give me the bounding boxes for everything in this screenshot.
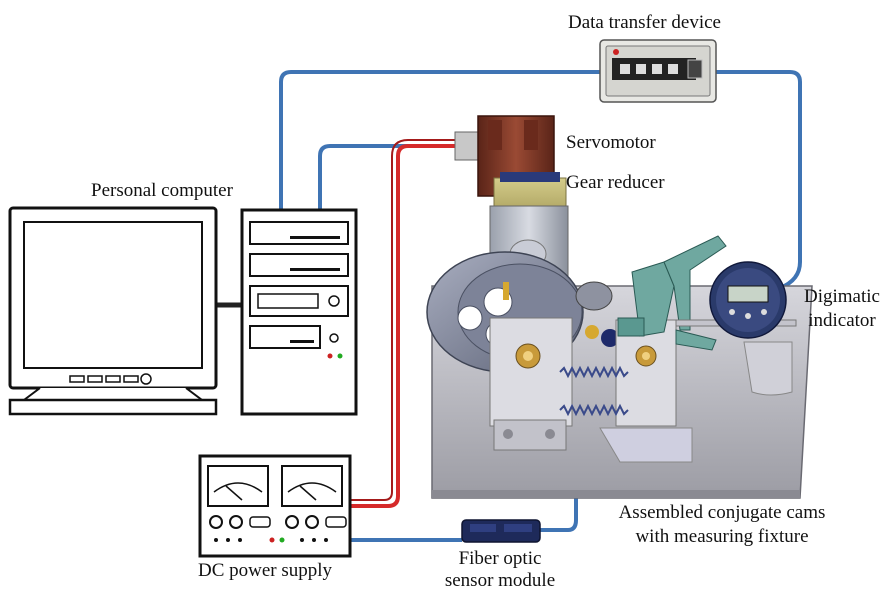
digimatic-indicator-icon: [675, 261, 797, 339]
gear-reducer-label: Gear reducer: [566, 172, 665, 193]
cable-power-to-servomotor: [350, 144, 455, 508]
cable-data-transfer-to-indicator: [716, 70, 802, 290]
personal-computer-label: Personal computer: [91, 180, 233, 201]
fiber-optic-sensor-icon: [461, 519, 541, 543]
digimatic-label-line2: indicator: [808, 310, 876, 331]
data-transfer-device-icon: [599, 39, 717, 103]
cables: [216, 70, 802, 542]
cams-label-line2: with measuring fixture: [635, 526, 809, 547]
servomotor-label: Servomotor: [566, 132, 656, 153]
cable-pc-to-data-transfer: [279, 70, 600, 210]
cams-label-line1: Assembled conjugate cams: [618, 502, 826, 523]
data-transfer-device-label: Data transfer device: [568, 12, 721, 33]
cable-fiber-to-fixture: [540, 340, 578, 532]
fiber-label-line1: Fiber optic: [458, 548, 542, 569]
dc-power-supply-label: DC power supply: [198, 560, 333, 581]
measuring-fixture-icon: [585, 235, 727, 351]
digimatic-label-line1: Digimatic: [804, 286, 880, 307]
fiber-label-line2: sensor module: [444, 570, 556, 591]
cable-pc-to-servomotor: [318, 144, 455, 210]
monitor-icon: [8, 206, 218, 416]
dc-power-supply-icon: [198, 454, 352, 558]
test-rig-icon: [426, 115, 813, 499]
computer-tower-icon: [240, 208, 358, 416]
spring-icon: [559, 365, 629, 417]
